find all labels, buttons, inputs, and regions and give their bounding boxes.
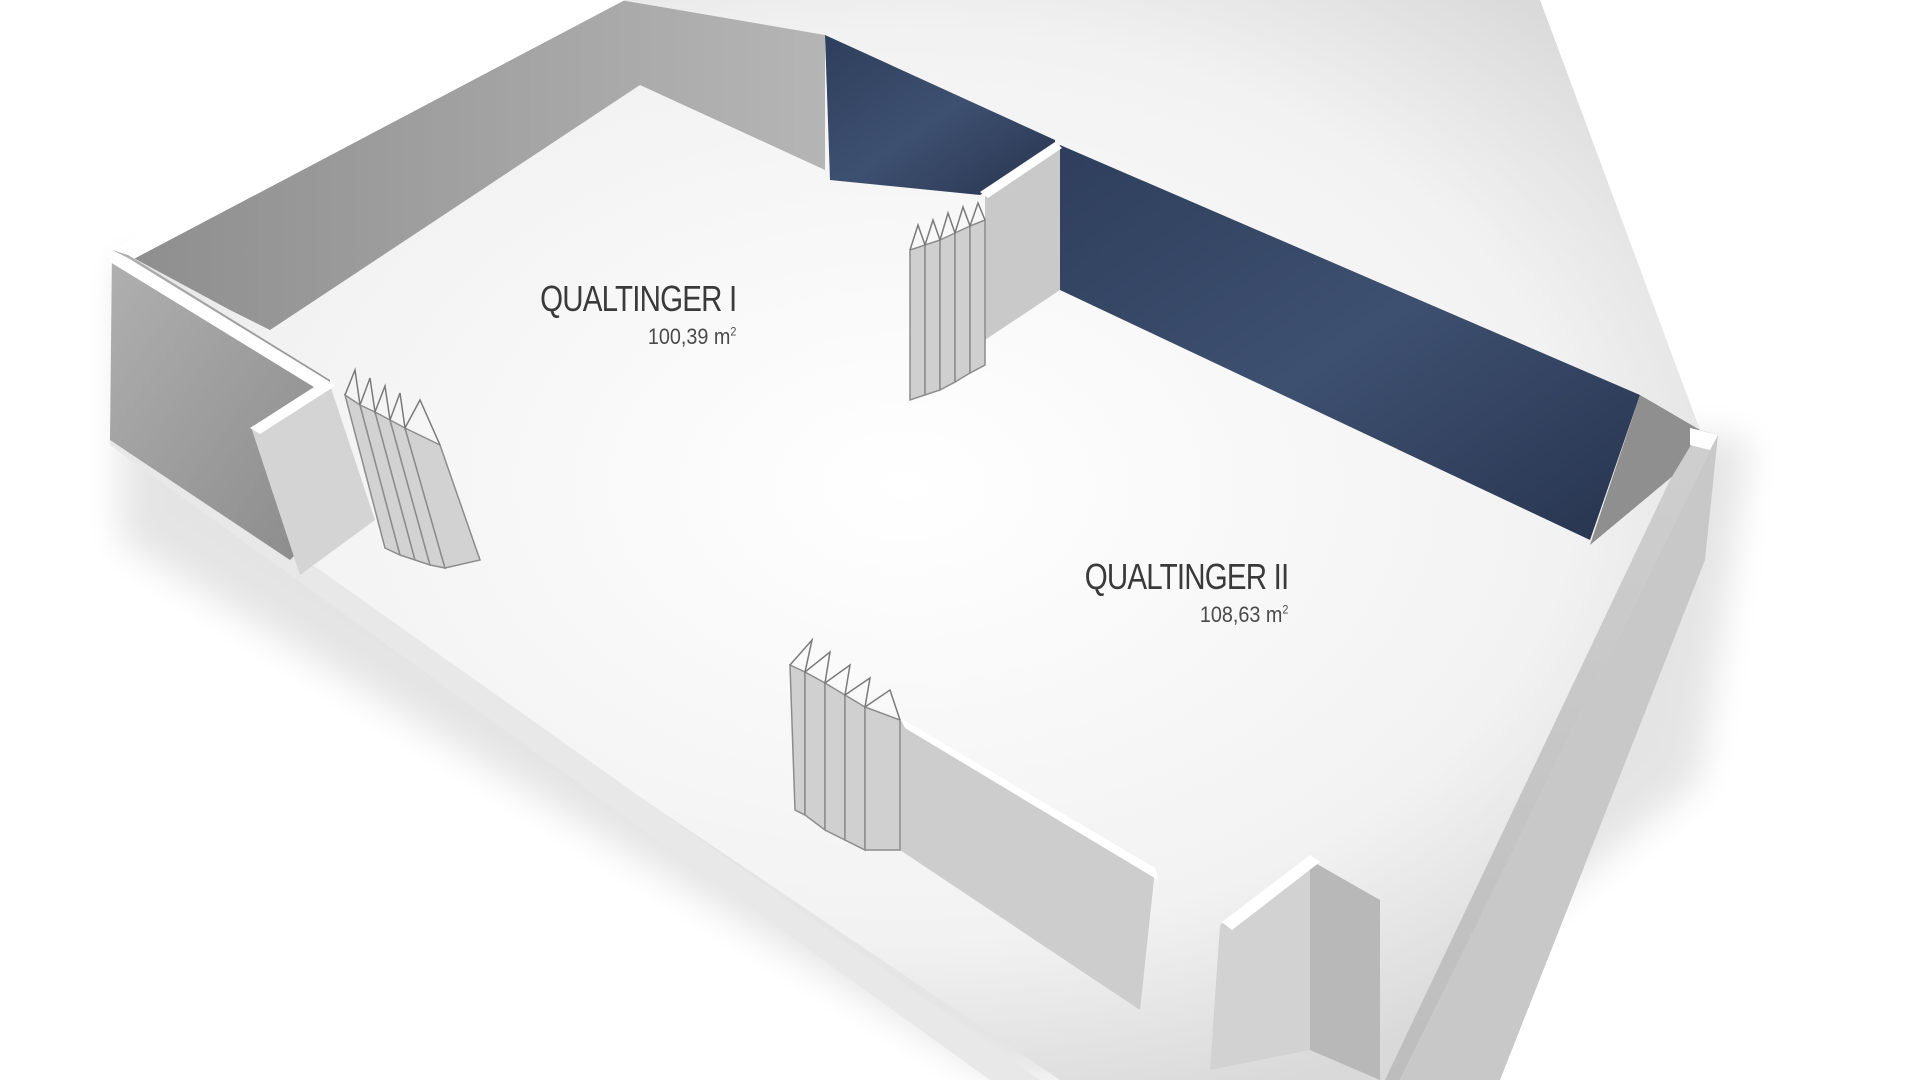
area-unit: m: [1265, 602, 1282, 627]
area-exponent: 2: [1281, 602, 1288, 617]
room-area-qualtinger-1: 100,39 m2: [647, 324, 736, 350]
bottom-right-jamb: [1310, 860, 1380, 1080]
left-wall-top: [110, 250, 335, 392]
left-jamb: [252, 385, 375, 575]
back-wall-right-corner: [1590, 395, 1700, 545]
bottom-right-jamb-top: [1222, 855, 1320, 930]
left-jamb-top: [250, 380, 335, 434]
right-wall: [1385, 430, 1718, 1080]
room-label-qualtinger-2: QUALTINGER II: [1084, 556, 1288, 597]
glass-wall-1: [825, 35, 1055, 195]
room-area-qualtinger-2: 108,63 m2: [1199, 602, 1288, 628]
back-wall-left: [128, 0, 825, 330]
area-value: 108,63: [1199, 602, 1260, 627]
folding-partition-upper: [909, 200, 986, 402]
area-value: 100,39: [647, 324, 708, 349]
area-exponent: 2: [729, 324, 736, 339]
glass-wall-2: [1060, 145, 1640, 540]
area-unit: m: [713, 324, 730, 349]
bottom-right-jamb-2: [1210, 860, 1310, 1070]
partition-upper-face: [985, 145, 1060, 340]
right-wall-outer: [1400, 435, 1718, 1080]
partition-lower-face: [900, 720, 1155, 1010]
folding-partition-left: [343, 367, 481, 569]
right-wall-top: [1690, 428, 1718, 450]
back-wall-left-top: [112, 0, 625, 262]
partition-upper-top: [980, 142, 1062, 198]
folding-partition-lower: [789, 637, 901, 852]
partition-lower-top: [900, 718, 1158, 880]
room-label-qualtinger-1: QUALTINGER I: [539, 278, 737, 319]
floor-slab-front: [110, 430, 1040, 1080]
